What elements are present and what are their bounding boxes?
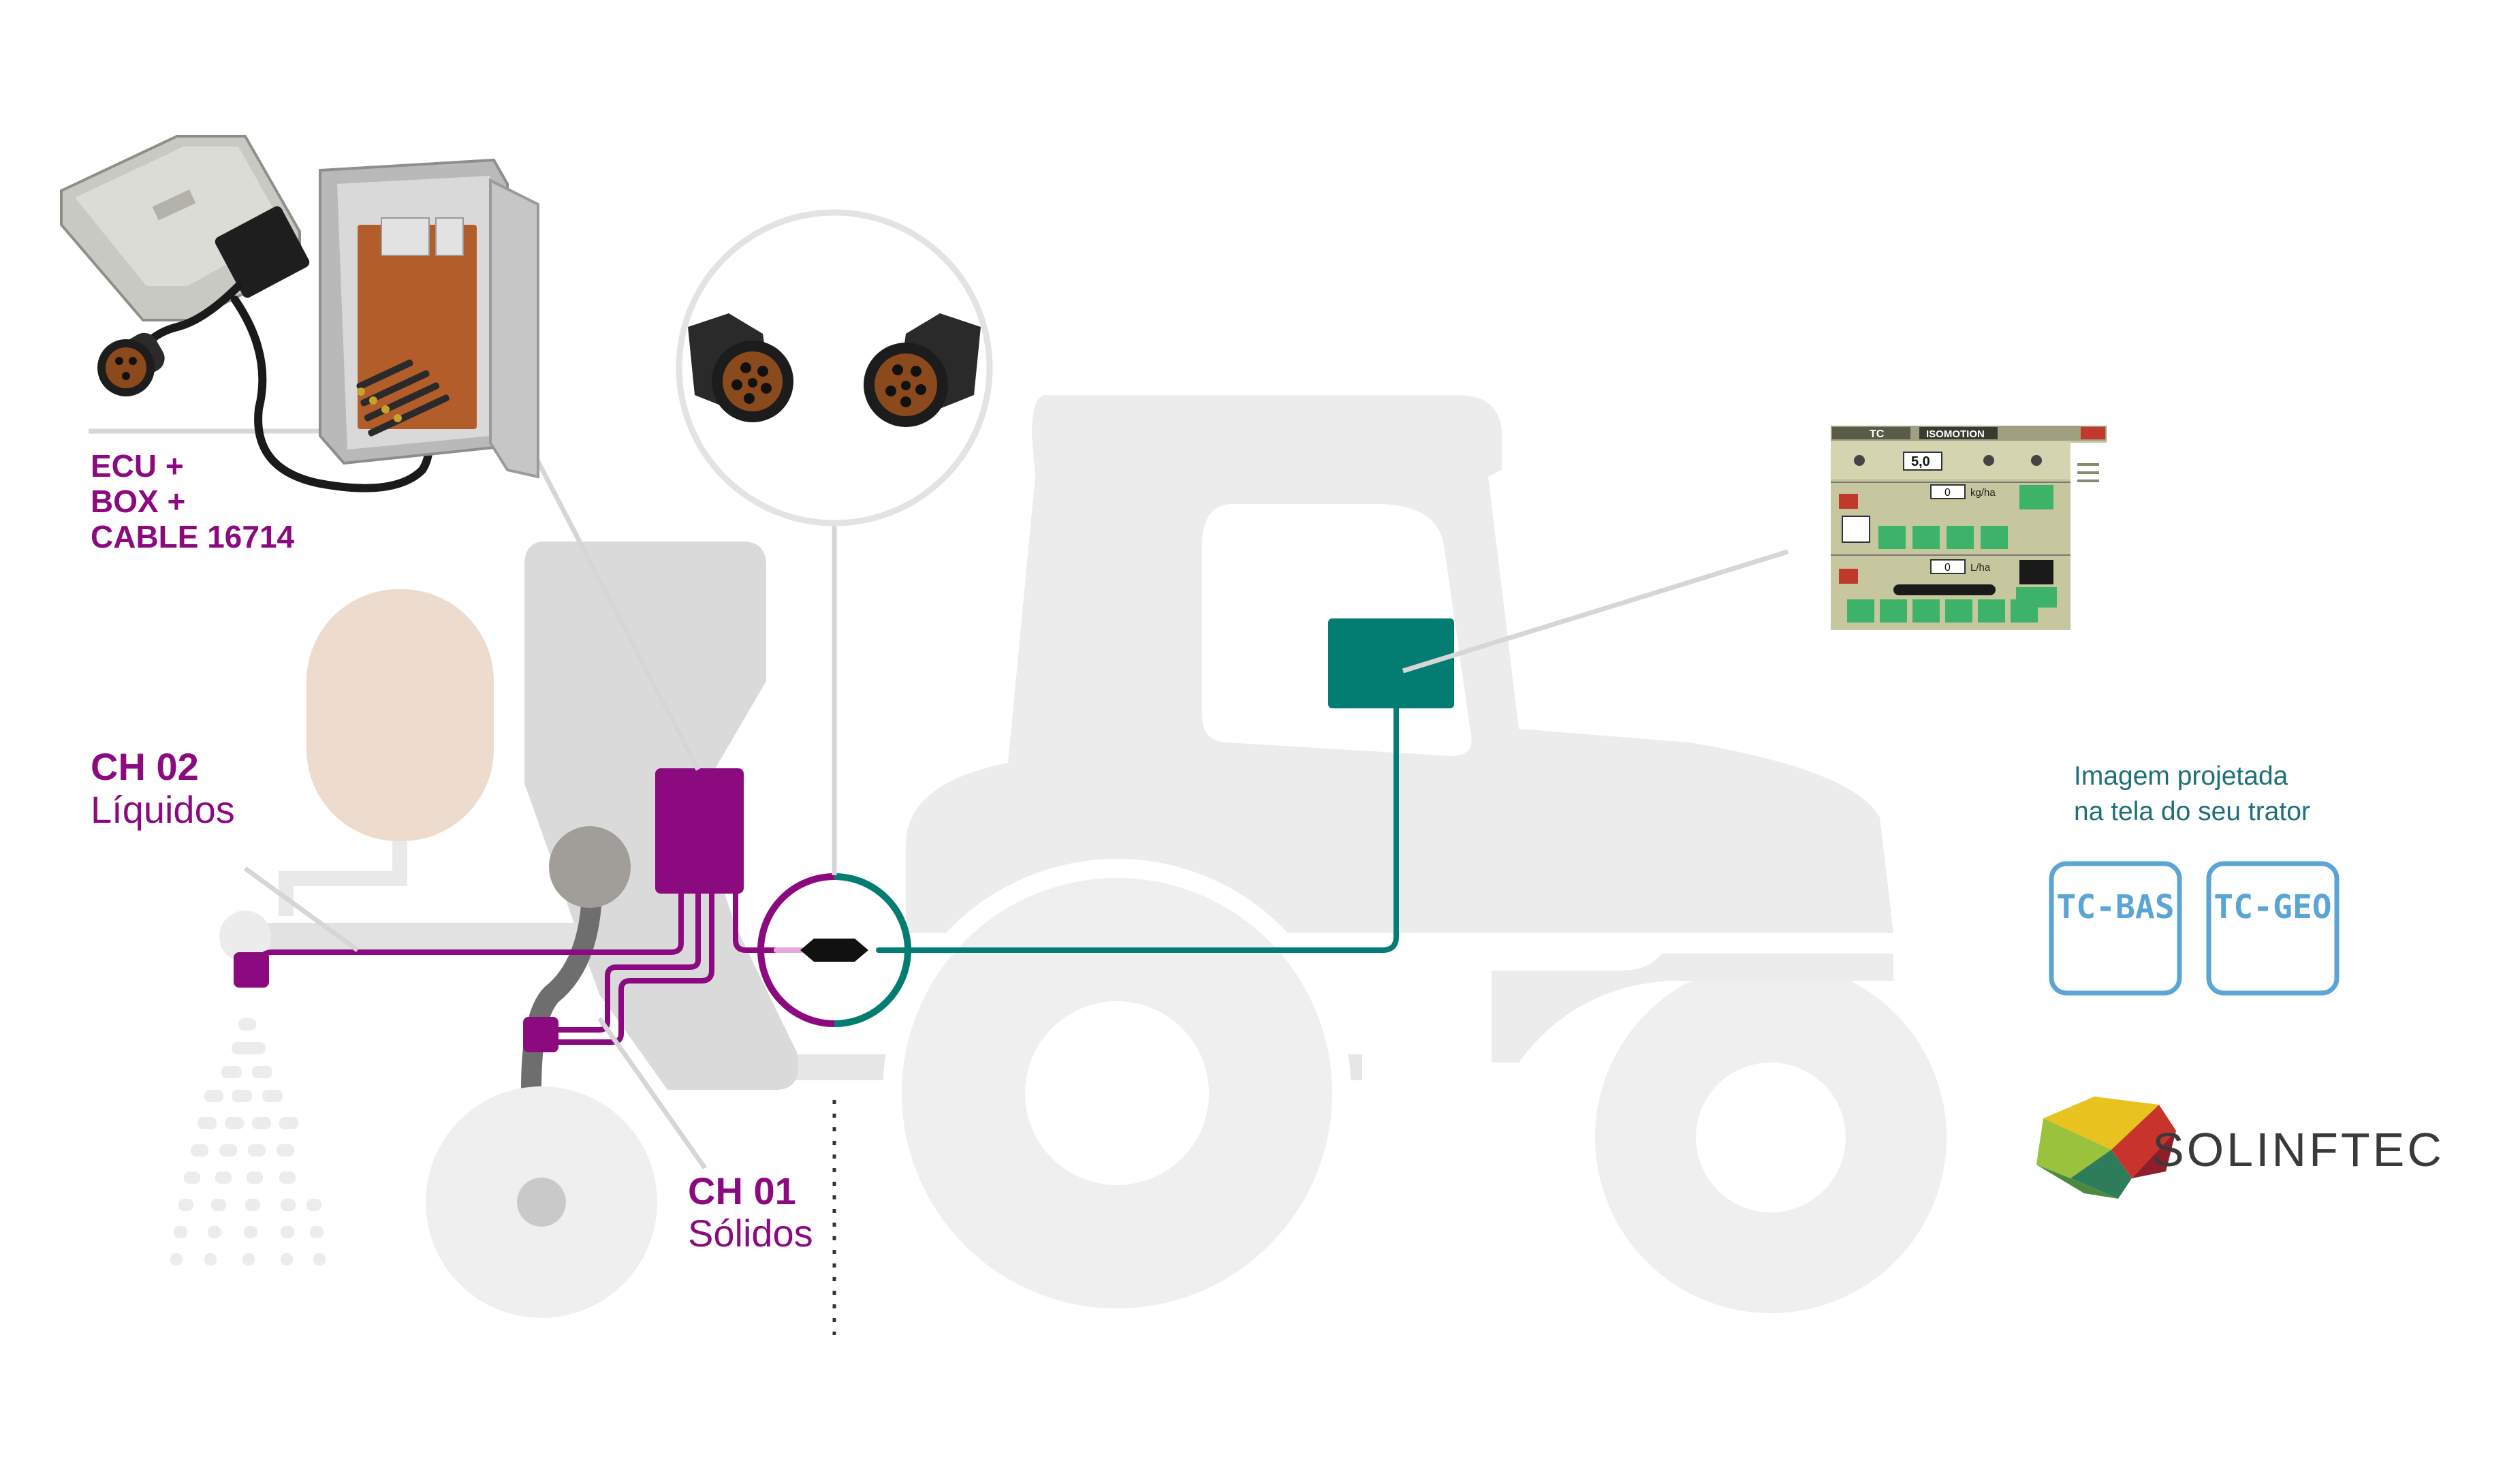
ecu-label-line1: ECU + xyxy=(91,448,184,484)
screen-tab-isomotion-label: ISOMOTION xyxy=(1926,428,1985,440)
tank-pipe xyxy=(279,841,407,916)
ecu-label: ECU + BOX + CABLE 16714 xyxy=(91,448,295,554)
spray-nozzle-body xyxy=(219,911,271,962)
screen-tab-tc-label: TC xyxy=(1870,428,1885,440)
screen-tab-isomotion xyxy=(1919,427,1998,439)
box-backplate xyxy=(358,225,477,429)
control-box xyxy=(655,768,744,894)
ecu-label-line2: BOX + xyxy=(91,484,185,519)
screen-caption: Imagem projetada na tela do seu trator xyxy=(2074,761,2310,826)
solinftec-wordmark: SOLINFTEC xyxy=(2152,1123,2444,1176)
ecu-callout-line xyxy=(515,421,701,771)
screen-rate-value: 5,0 xyxy=(1911,454,1930,469)
solinftec-logo: SOLINFTEC xyxy=(2036,1097,2444,1199)
liquid-tank xyxy=(306,589,494,841)
connector-ring-purple xyxy=(757,873,835,1027)
ecu-module-icon xyxy=(60,135,310,321)
implement-wheel-hub xyxy=(517,1178,566,1227)
tc-geo-label: TC-GEO xyxy=(2214,888,2331,926)
caption-line1: Imagem projetada xyxy=(2074,761,2288,791)
purple-cable-main xyxy=(733,891,800,953)
connector-magnifier xyxy=(676,209,993,526)
solinftec-logo-icon xyxy=(2036,1097,2176,1199)
screen-zero-top: 0 xyxy=(1944,487,1951,499)
ch01-code: CH 01 xyxy=(688,1169,796,1212)
ch01-callout-line xyxy=(597,1016,707,1170)
screen-tab-tc xyxy=(1832,427,1910,439)
ecu-box-cable-illustration xyxy=(60,135,539,492)
tc-bas-badge: TC-BAS xyxy=(2049,861,2182,996)
tractor-silhouette xyxy=(783,395,1963,1330)
ecu-label-line3: CABLE 16714 xyxy=(91,519,295,554)
callout-lines xyxy=(89,421,1789,1170)
ch02-callout-line xyxy=(243,866,360,952)
screen-rate-box xyxy=(1903,452,1942,471)
caption-line2: na tela do seu trator xyxy=(2074,797,2310,826)
connector-plug-icon xyxy=(800,939,868,962)
terminal-callout-line xyxy=(1402,549,1789,674)
screen-unit-top: kg/ha xyxy=(1970,487,1996,499)
purple-cable-ch01-b xyxy=(554,891,714,1045)
ch02-actuator xyxy=(234,952,269,988)
tc-bas-label: TC-BAS xyxy=(2056,888,2174,926)
connector-ring xyxy=(757,873,911,1027)
connector-ring-teal xyxy=(834,873,911,1027)
screen-side-panel xyxy=(2070,443,2107,630)
tractor-terminal xyxy=(1328,618,1454,708)
box-door xyxy=(489,178,539,479)
tractor-rear-hub xyxy=(1025,1001,1209,1185)
connector-plug-right xyxy=(864,313,981,427)
control-box-icon xyxy=(319,158,539,479)
tc-geo-badge: TC-GEO xyxy=(2206,861,2340,996)
ch01-name: Sólidos xyxy=(688,1212,813,1255)
connector-plug-left xyxy=(688,313,793,422)
ch02-name: Líquidos xyxy=(91,788,235,831)
ch01-actuator xyxy=(523,1017,558,1052)
teal-cable xyxy=(876,706,1399,953)
tractor-front-fender xyxy=(1492,954,1893,1063)
ch02-code: CH 02 xyxy=(91,745,199,788)
spray-mist xyxy=(170,1018,326,1265)
ch02-label: CH 02 Líquidos xyxy=(91,745,235,831)
screen-unit-bottom: L/ha xyxy=(1970,562,1991,573)
spray-boom xyxy=(225,923,593,954)
screen-zero-bottom: 0 xyxy=(1944,562,1951,573)
tractor-front-hub xyxy=(1696,1063,1846,1212)
ch01-label: CH 01 Sólidos xyxy=(688,1169,813,1255)
metering-wheel xyxy=(549,826,631,908)
terminal-screen-icon: TC ISOMOTION 5,0 0 kg/ha 0 L/ha xyxy=(1831,426,2107,630)
ecu-plug xyxy=(97,332,165,396)
